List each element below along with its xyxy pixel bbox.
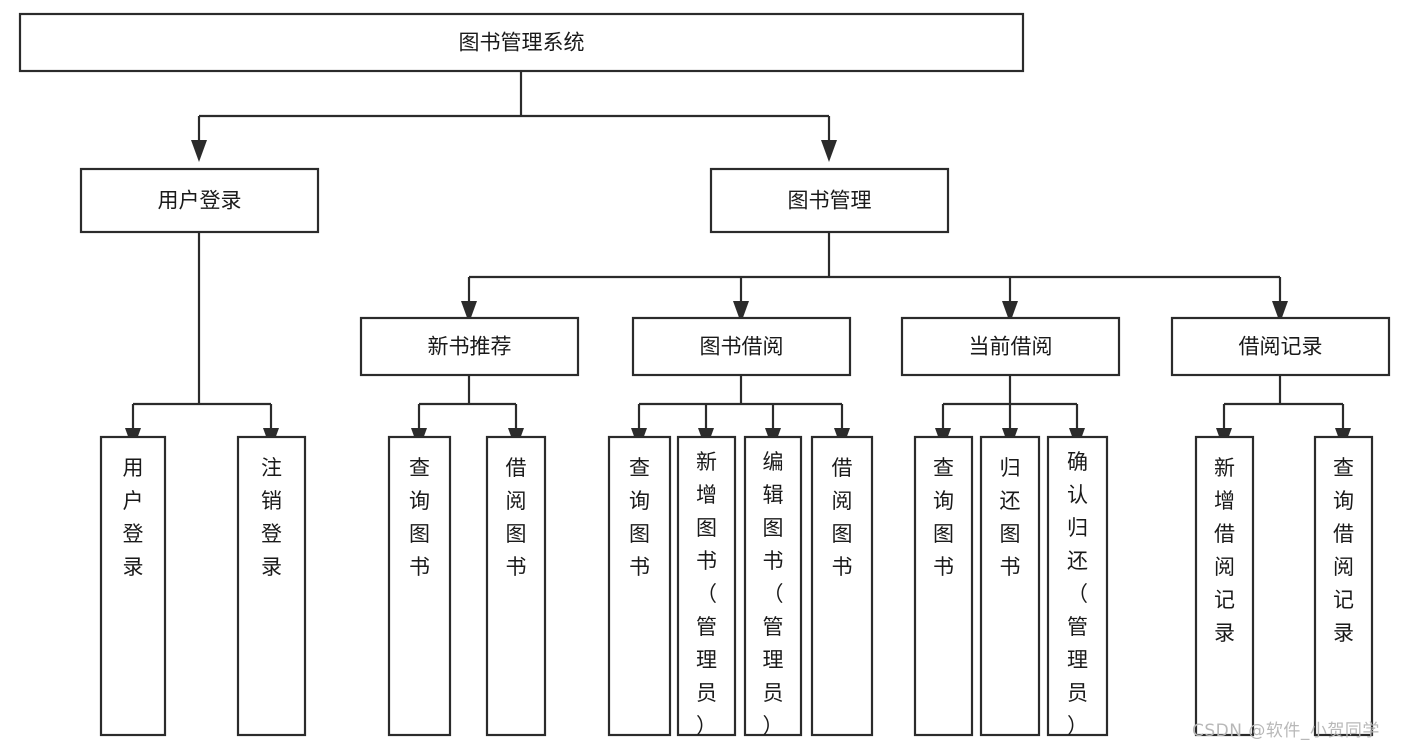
node-root-system-label: 图书管理系统 <box>459 31 585 55</box>
node-leaf-query-book-1-label: 查询图书 <box>409 456 430 579</box>
node-new-book-recommend-box[interactable] <box>359 316 580 377</box>
node-leaf-confirm-return-admin-label: 确认归还（管理员） <box>1067 450 1088 738</box>
node-leaf-borrow-book-2[interactable]: 借阅图书 <box>810 435 874 737</box>
node-leaf-return-book-label: 归还图书 <box>1000 456 1021 579</box>
node-borrow-record[interactable]: 借阅记录 <box>1170 316 1391 377</box>
node-new-book-recommend[interactable]: 新书推荐 <box>359 316 580 377</box>
node-leaf-edit-book-admin-box[interactable] <box>743 435 803 737</box>
connector-book-borrow-to-leaves <box>631 375 850 450</box>
node-leaf-edit-book-admin-label: 编辑图书（管理员） <box>763 450 784 738</box>
node-leaf-user-login-box[interactable] <box>99 435 167 737</box>
connectors-layer <box>125 71 1351 450</box>
node-book-borrow-box[interactable] <box>631 316 852 377</box>
node-leaf-borrow-book-1-box[interactable] <box>485 435 547 737</box>
node-root-system-box[interactable] <box>18 12 1025 73</box>
node-leaf-query-borrow-record-label: 查询借阅记录 <box>1333 456 1354 645</box>
node-leaf-borrow-book-2-label: 借阅图书 <box>832 456 853 579</box>
node-leaf-query-borrow-record[interactable]: 查询借阅记录 <box>1313 435 1374 737</box>
node-leaf-add-borrow-record-box[interactable] <box>1194 435 1255 737</box>
node-leaf-query-book-3-box[interactable] <box>913 435 974 737</box>
node-leaf-query-book-3[interactable]: 查询图书 <box>913 435 974 737</box>
node-borrow-record-label: 借阅记录 <box>1239 335 1323 359</box>
connector-root-to-level2 <box>191 71 837 162</box>
node-root-system[interactable]: 图书管理系统 <box>18 12 1025 73</box>
arrow-head-icon <box>1272 301 1288 323</box>
node-leaf-edit-book-admin[interactable]: 编辑图书（管理员） <box>743 435 803 738</box>
csdn-watermark: CSDN @软件_小贺同学 <box>1192 721 1380 741</box>
arrow-head-icon <box>1002 301 1018 323</box>
node-leaf-return-book-box[interactable] <box>979 435 1041 737</box>
node-leaf-logout-login-box[interactable] <box>236 435 307 737</box>
node-leaf-borrow-book-1-label: 借阅图书 <box>506 456 527 579</box>
connector-book-management-to-children <box>461 232 1288 323</box>
node-leaf-add-book-admin-label: 新增图书（管理员） <box>696 450 717 738</box>
node-leaf-confirm-return-admin[interactable]: 确认归还（管理员） <box>1046 435 1109 738</box>
node-leaf-add-borrow-record-label: 新增借阅记录 <box>1214 456 1235 645</box>
node-user-login-label: 用户登录 <box>158 189 242 213</box>
node-leaf-logout-login[interactable]: 注销登录 <box>236 435 307 737</box>
node-leaf-query-book-2-label: 查询图书 <box>629 456 650 579</box>
node-current-borrow-box[interactable] <box>900 316 1121 377</box>
arrow-head-icon <box>191 140 207 162</box>
node-user-login-box[interactable] <box>79 167 320 234</box>
arrow-head-icon <box>733 301 749 323</box>
node-leaf-add-borrow-record[interactable]: 新增借阅记录 <box>1194 435 1255 737</box>
node-borrow-record-box[interactable] <box>1170 316 1391 377</box>
node-current-borrow[interactable]: 当前借阅 <box>900 316 1121 377</box>
arrow-head-icon <box>821 140 837 162</box>
node-current-borrow-label: 当前借阅 <box>969 335 1053 359</box>
node-book-management-label: 图书管理 <box>788 189 872 213</box>
arrow-head-icon <box>461 301 477 323</box>
node-leaf-query-book-2-box[interactable] <box>607 435 672 737</box>
node-leaf-borrow-book-2-box[interactable] <box>810 435 874 737</box>
node-leaf-confirm-return-admin-box[interactable] <box>1046 435 1109 737</box>
node-leaf-user-login[interactable]: 用户登录 <box>99 435 167 737</box>
node-new-book-recommend-label: 新书推荐 <box>428 335 512 359</box>
node-book-borrow-label: 图书借阅 <box>700 335 784 359</box>
node-leaf-user-login-label: 用户登录 <box>123 456 144 579</box>
node-leaf-add-book-admin[interactable]: 新增图书（管理员） <box>676 435 737 738</box>
node-book-management-box[interactable] <box>709 167 950 234</box>
node-leaf-logout-login-label: 注销登录 <box>261 456 282 579</box>
node-leaf-query-borrow-record-box[interactable] <box>1313 435 1374 737</box>
node-leaf-add-book-admin-box[interactable] <box>676 435 737 737</box>
node-user-login[interactable]: 用户登录 <box>79 167 320 234</box>
node-book-management[interactable]: 图书管理 <box>709 167 950 234</box>
node-leaf-borrow-book-1[interactable]: 借阅图书 <box>485 435 547 737</box>
nodes-layer: 图书管理系统用户登录图书管理新书推荐图书借阅当前借阅借阅记录用户登录注销登录查询… <box>18 12 1391 738</box>
connector-user-login-to-leaves <box>125 232 279 450</box>
node-leaf-query-book-3-label: 查询图书 <box>933 456 954 579</box>
node-leaf-query-book-1[interactable]: 查询图书 <box>387 435 452 737</box>
node-leaf-return-book[interactable]: 归还图书 <box>979 435 1041 737</box>
node-leaf-query-book-1-box[interactable] <box>387 435 452 737</box>
node-book-borrow[interactable]: 图书借阅 <box>631 316 852 377</box>
node-leaf-query-book-2[interactable]: 查询图书 <box>607 435 672 737</box>
